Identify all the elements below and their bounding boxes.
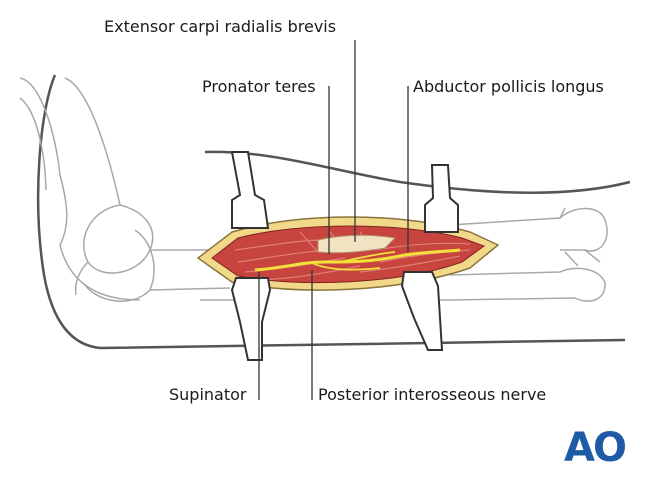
retractor-bottom-right <box>400 271 444 351</box>
label-pronator-teres: Pronator teres <box>202 77 316 96</box>
label-abductor-pollicis-longus: Abductor pollicis longus <box>413 77 604 96</box>
tendon-area <box>317 234 397 254</box>
label-posterior-interosseous-nerve: Posterior interosseous nerve <box>318 385 547 404</box>
forearm-bones <box>200 207 608 302</box>
elbow-bones <box>19 77 231 302</box>
label-supinator: Supinator <box>169 385 247 404</box>
retractor-bottom-left <box>230 277 272 361</box>
retractor-top-left <box>230 151 270 229</box>
ao-logo: AO <box>564 425 627 471</box>
retractor-top-right <box>424 164 459 233</box>
leader-lines <box>258 40 409 400</box>
label-extensor-carpi-radialis-brevis: Extensor carpi radialis brevis <box>104 17 337 36</box>
posterior-interosseous-nerve-path <box>254 248 461 272</box>
arm-outline <box>36 74 631 350</box>
